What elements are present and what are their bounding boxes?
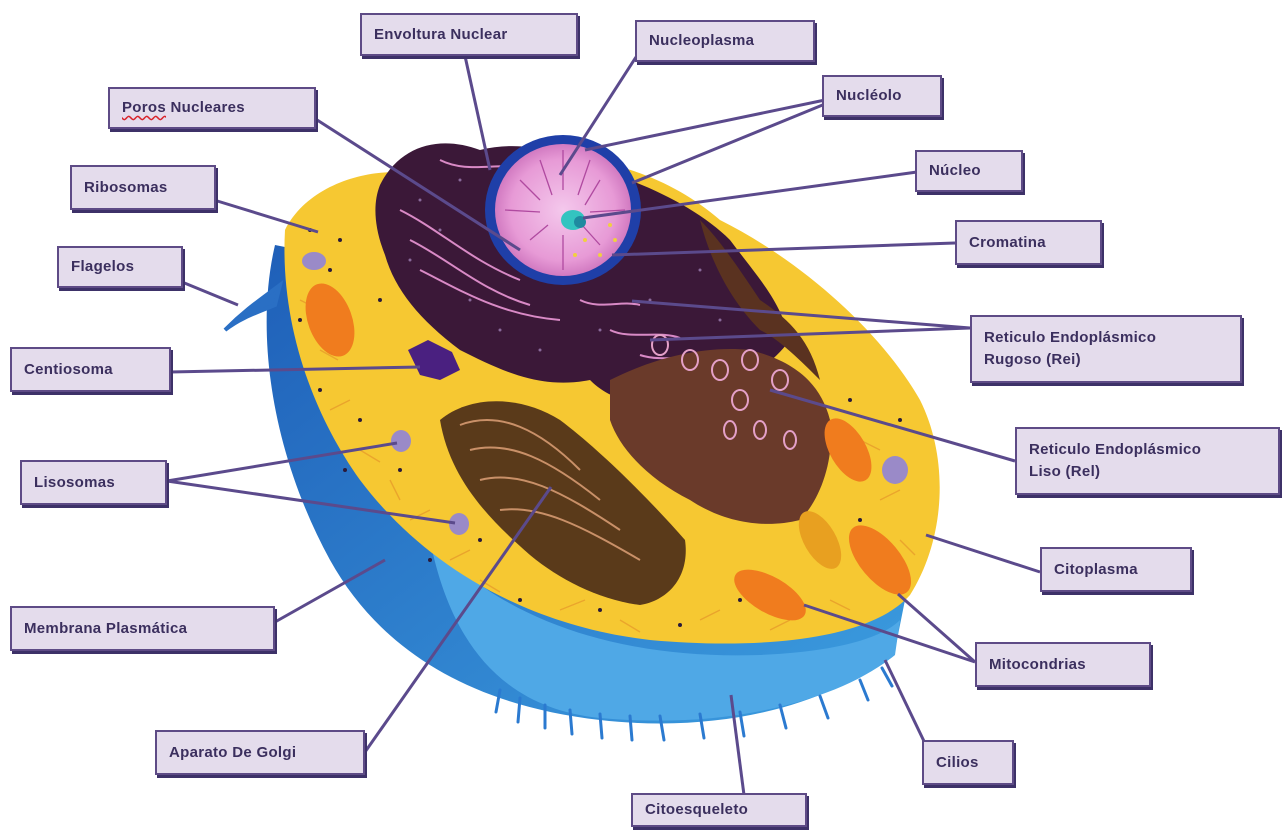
label-ribosomas-text: Ribosomas [84,177,168,199]
label-nucleo: Núcleo [915,150,1023,192]
label-poros-word: Poros [122,97,166,119]
label-nucleoplasma: Nucleoplasma [635,20,815,62]
label-centiosoma-text: Centiosoma [24,359,113,381]
label-membrana-plasmatica: Membrana Plasmática [10,606,275,651]
label-cilios: Cilios [922,740,1014,785]
label-centiosoma: Centiosoma [10,347,171,392]
label-lisosomas: Lisosomas [20,460,167,505]
label-nucleolo-text: Nucléolo [836,85,902,107]
label-mitocondrias-text: Mitocondrias [989,654,1086,676]
label-rer: Reticulo Endoplásmico Rugoso (Rei) [970,315,1242,383]
label-aparato-de-golgi: Aparato De Golgi [155,730,365,775]
label-cilios-text: Cilios [936,752,979,774]
label-ribosomas: Ribosomas [70,165,216,210]
label-poros-nucleares: Poros Nucleares [108,87,316,129]
label-rel-line1: Reticulo Endoplásmico [1029,439,1201,461]
label-flagelos: Flagelos [57,246,183,288]
label-poros-rest: Nucleares [166,97,245,119]
label-rel-line2: Liso (Rel) [1029,461,1100,483]
label-envoltura-nuclear-text: Envoltura Nuclear [374,24,507,46]
label-mitocondrias: Mitocondrias [975,642,1151,687]
label-nucleoplasma-text: Nucleoplasma [649,30,754,52]
label-citoplasma: Citoplasma [1040,547,1192,592]
label-citoesqueleto: Citoesqueleto [631,793,807,827]
label-rel: Reticulo Endoplásmico Liso (Rel) [1015,427,1280,495]
label-flagelos-text: Flagelos [71,256,134,278]
label-citoesqueleto-text: Citoesqueleto [645,799,748,821]
label-envoltura-nuclear: Envoltura Nuclear [360,13,578,56]
label-citoplasma-text: Citoplasma [1054,559,1138,581]
label-cromatina-text: Cromatina [969,232,1046,254]
label-lisosomas-text: Lisosomas [34,472,115,494]
label-nucleo-text: Núcleo [929,160,981,182]
label-cromatina: Cromatina [955,220,1102,265]
label-aparato-de-golgi-text: Aparato De Golgi [169,742,296,764]
label-rer-line1: Reticulo Endoplásmico [984,327,1156,349]
label-nucleolo: Nucléolo [822,75,942,117]
label-membrana-plasmatica-text: Membrana Plasmática [24,618,187,640]
label-rer-line2: Rugoso (Rei) [984,349,1081,371]
